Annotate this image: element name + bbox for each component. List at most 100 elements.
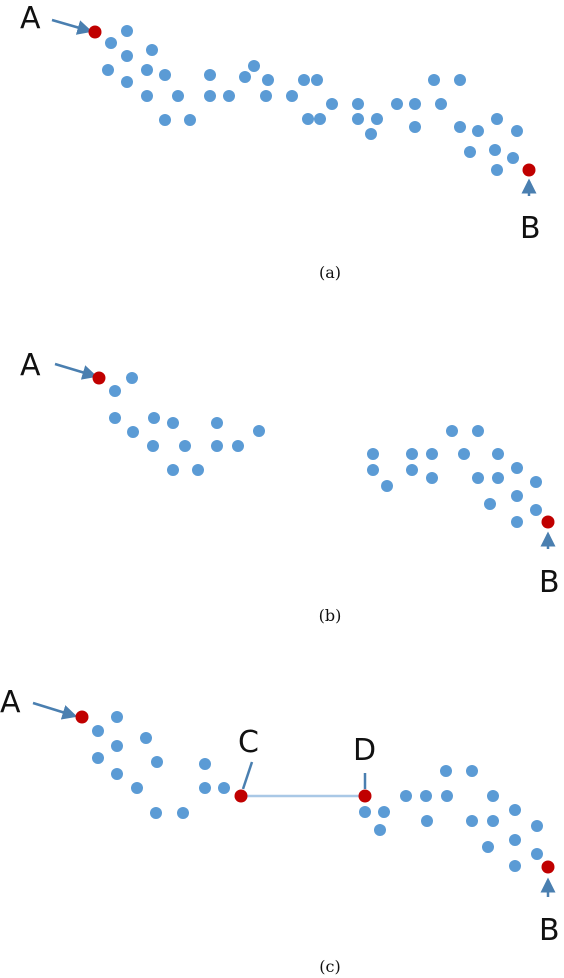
- arrow-to-a: [54, 362, 98, 380]
- data-point: [111, 740, 123, 752]
- data-point: [464, 146, 476, 158]
- data-point: [121, 76, 133, 88]
- data-point: [204, 69, 216, 81]
- data-point: [159, 114, 171, 126]
- data-point: [204, 90, 216, 102]
- endpoint-a: [75, 710, 89, 724]
- label-a: A: [20, 348, 41, 383]
- data-point: [179, 440, 191, 452]
- data-point: [378, 806, 390, 818]
- data-point: [367, 464, 379, 476]
- data-point: [492, 448, 504, 460]
- data-point: [511, 516, 523, 528]
- label-b: B: [520, 211, 541, 246]
- data-point: [302, 113, 314, 125]
- data-point: [381, 480, 393, 492]
- data-point: [147, 440, 159, 452]
- data-point: [352, 113, 364, 125]
- data-point: [482, 841, 494, 853]
- data-point: [199, 782, 211, 794]
- data-point: [92, 725, 104, 737]
- data-point: [391, 98, 403, 110]
- data-point: [218, 782, 230, 794]
- data-point: [127, 426, 139, 438]
- data-point: [146, 44, 158, 56]
- endpoint-a: [92, 371, 106, 385]
- data-point: [435, 98, 447, 110]
- endpoint-c: [234, 789, 248, 803]
- data-point: [400, 790, 412, 802]
- panel-c: A C D B (c): [0, 685, 560, 976]
- data-point: [253, 425, 265, 437]
- data-point: [509, 804, 521, 816]
- data-point: [150, 807, 162, 819]
- data-point: [211, 417, 223, 429]
- data-point: [487, 790, 499, 802]
- data-point: [472, 472, 484, 484]
- data-point: [223, 90, 235, 102]
- data-point: [426, 448, 438, 460]
- data-point: [151, 756, 163, 768]
- data-point: [140, 732, 152, 744]
- point-cloud-a: [102, 25, 523, 176]
- panel-a: A B (a): [20, 1, 541, 282]
- data-point: [511, 490, 523, 502]
- data-point: [109, 412, 121, 424]
- caption-c: (c): [319, 957, 340, 976]
- label-d: D: [353, 733, 376, 768]
- label-b: B: [539, 913, 560, 948]
- data-point: [446, 425, 458, 437]
- data-point: [148, 412, 160, 424]
- data-point: [141, 90, 153, 102]
- data-point: [441, 790, 453, 802]
- caption-b: (b): [319, 606, 342, 625]
- data-point: [109, 385, 121, 397]
- data-point: [511, 462, 523, 474]
- data-point: [111, 768, 123, 780]
- data-point: [454, 74, 466, 86]
- data-point: [262, 74, 274, 86]
- data-point: [121, 25, 133, 37]
- data-point: [111, 711, 123, 723]
- data-point: [232, 440, 244, 452]
- data-point: [239, 71, 251, 83]
- data-point: [92, 752, 104, 764]
- data-point: [491, 113, 503, 125]
- data-point: [131, 782, 143, 794]
- data-point: [466, 815, 478, 827]
- data-point: [406, 464, 418, 476]
- data-point: [286, 90, 298, 102]
- data-point: [466, 765, 478, 777]
- data-point: [454, 121, 466, 133]
- data-point: [428, 74, 440, 86]
- data-point: [492, 472, 504, 484]
- data-point: [311, 74, 323, 86]
- data-point: [126, 372, 138, 384]
- caption-a: (a): [319, 263, 341, 282]
- data-point: [199, 758, 211, 770]
- data-point: [530, 476, 542, 488]
- data-point: [421, 815, 433, 827]
- data-point: [409, 98, 421, 110]
- data-point: [192, 464, 204, 476]
- point-cloud-b: [109, 372, 542, 528]
- data-point: [487, 815, 499, 827]
- data-point: [211, 440, 223, 452]
- endpoint-b: [541, 515, 555, 529]
- data-point: [530, 504, 542, 516]
- data-point: [365, 128, 377, 140]
- data-point: [491, 164, 503, 176]
- endpoint-b: [541, 860, 555, 874]
- data-point: [472, 425, 484, 437]
- data-point: [298, 74, 310, 86]
- endpoint-b: [522, 163, 536, 177]
- data-point: [141, 64, 153, 76]
- label-c: C: [238, 725, 259, 760]
- data-point: [359, 806, 371, 818]
- data-point: [167, 464, 179, 476]
- data-point: [509, 860, 521, 872]
- data-point: [167, 417, 179, 429]
- arrow-to-a: [32, 701, 78, 720]
- data-point: [121, 50, 133, 62]
